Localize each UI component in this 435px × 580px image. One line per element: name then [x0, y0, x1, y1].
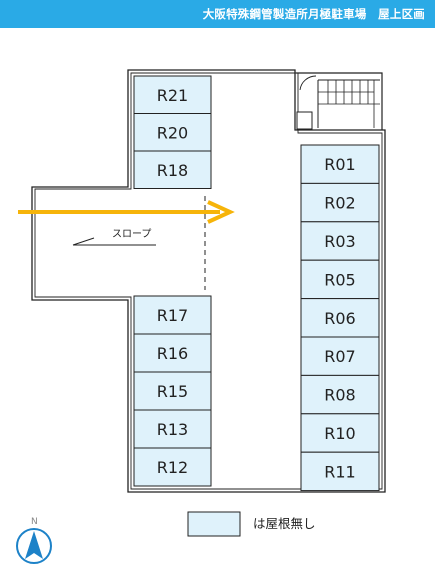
parking-slot	[133, 409, 212, 449]
parking-slot	[133, 150, 212, 189]
parking-slot-label: R01	[324, 155, 355, 174]
parking-slot	[300, 259, 380, 300]
parking-slot	[300, 374, 380, 415]
parking-slot-label: R12	[157, 458, 188, 477]
legend-swatch	[187, 511, 241, 537]
parking-slot-label: R20	[157, 123, 188, 142]
page-title: 大阪特殊鋼管製造所月極駐車場 屋上区画	[202, 7, 425, 21]
parking-slot-label: R07	[324, 347, 355, 366]
parking-slot	[300, 221, 380, 261]
parking-slot-label: R21	[157, 86, 188, 105]
parking-slot-label: R18	[157, 161, 188, 180]
parking-slot	[133, 447, 212, 487]
parking-slot-label: R06	[324, 309, 355, 328]
ramp-label: スロープ	[112, 228, 151, 240]
parking-slot-label: R02	[324, 194, 355, 213]
parking-slot-label: R10	[324, 424, 355, 443]
parking-slot-label: R11	[324, 462, 355, 481]
parking-slot-label: R16	[157, 344, 188, 363]
parking-slot-label: R05	[324, 270, 355, 289]
parking-slot	[300, 298, 380, 338]
parking-slot	[300, 336, 380, 376]
parking-slot	[300, 451, 380, 492]
parking-slot-label: R15	[157, 382, 188, 401]
ramp-direction-arrowhead	[72, 237, 95, 246]
parking-slot	[300, 413, 380, 453]
parking-slot	[133, 333, 212, 373]
parking-slot	[133, 295, 212, 335]
parking-slot	[300, 144, 380, 184]
parking-slot-label: R08	[324, 386, 355, 405]
header-bar: 大阪特殊鋼管製造所月極駐車場 屋上区画	[0, 0, 435, 28]
stairs-icon	[296, 72, 383, 130]
ramp: スロープ	[72, 196, 206, 290]
parking-slot-label: R13	[157, 420, 188, 439]
legend-text: は屋根無し	[253, 516, 316, 531]
parking-slot	[133, 371, 212, 411]
parking-slot	[133, 113, 212, 152]
parking-slot-label: R03	[324, 232, 355, 251]
building-outline	[31, 69, 386, 493]
parking-slot	[133, 75, 212, 114]
direction-arrow-icon	[18, 200, 235, 224]
north-arrow-icon: N	[16, 517, 52, 564]
parking-slot-label: R17	[157, 306, 188, 325]
compass-label: N	[31, 517, 38, 527]
